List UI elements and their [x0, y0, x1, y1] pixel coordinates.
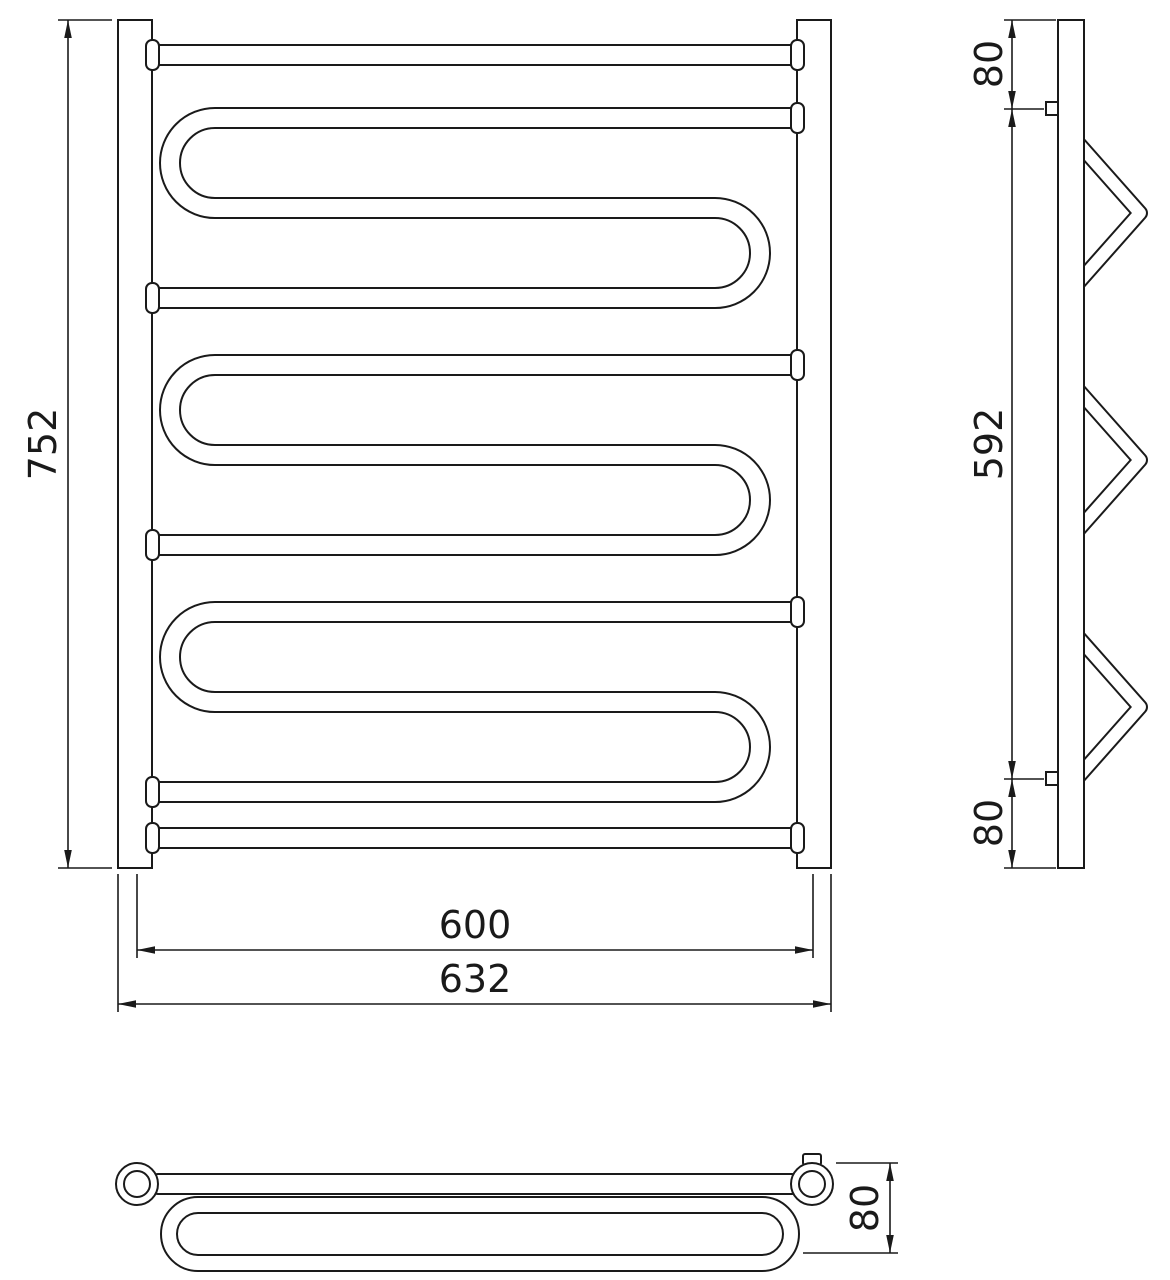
tube-collars [145, 39, 805, 854]
plan-view [115, 1153, 834, 1272]
left-post-bore [123, 1170, 151, 1198]
upper-mount-pin [1045, 101, 1059, 116]
dimension-top-offset: 80 [967, 20, 1016, 109]
depth-dim-label: 80 [843, 1184, 887, 1232]
serpentine-module-3 [152, 601, 797, 803]
plan-serpentine-loop [160, 1196, 800, 1272]
overall-width-dim-label: 632 [439, 957, 512, 1001]
side-dimensions: 80 592 80 [967, 19, 1056, 869]
dimension-depth: 80 [843, 1163, 894, 1253]
plan-dimensions: 80 [803, 1162, 898, 1254]
bottom-offset-dim-label: 80 [967, 799, 1011, 847]
left-post [117, 19, 153, 869]
dimension-overall-width: 632 [117, 874, 832, 1012]
height-dim-label: 752 [21, 408, 65, 481]
dimension-bottom-offset: 80 [967, 779, 1016, 868]
lower-mount-pin [1045, 771, 1059, 786]
right-post-bore [798, 1170, 826, 1198]
dimension-height: 752 [21, 19, 112, 869]
top-offset-dim-label: 80 [967, 40, 1011, 88]
right-post [796, 19, 832, 869]
inner-width-dim-label: 600 [439, 903, 512, 947]
dimension-inner-width: 600 [136, 874, 814, 958]
side-view [1045, 19, 1148, 869]
side-tube-chevrons [1070, 135, 1148, 785]
front-dimensions: 752 600 632 [21, 19, 832, 1012]
front-view [117, 19, 832, 869]
serpentine-module-1 [152, 107, 797, 309]
side-post-profile [1057, 19, 1085, 869]
serpentine-module-2 [152, 354, 797, 556]
dimension-mount-span: 592 [967, 109, 1016, 779]
mount-span-dim-label: 592 [967, 408, 1011, 481]
